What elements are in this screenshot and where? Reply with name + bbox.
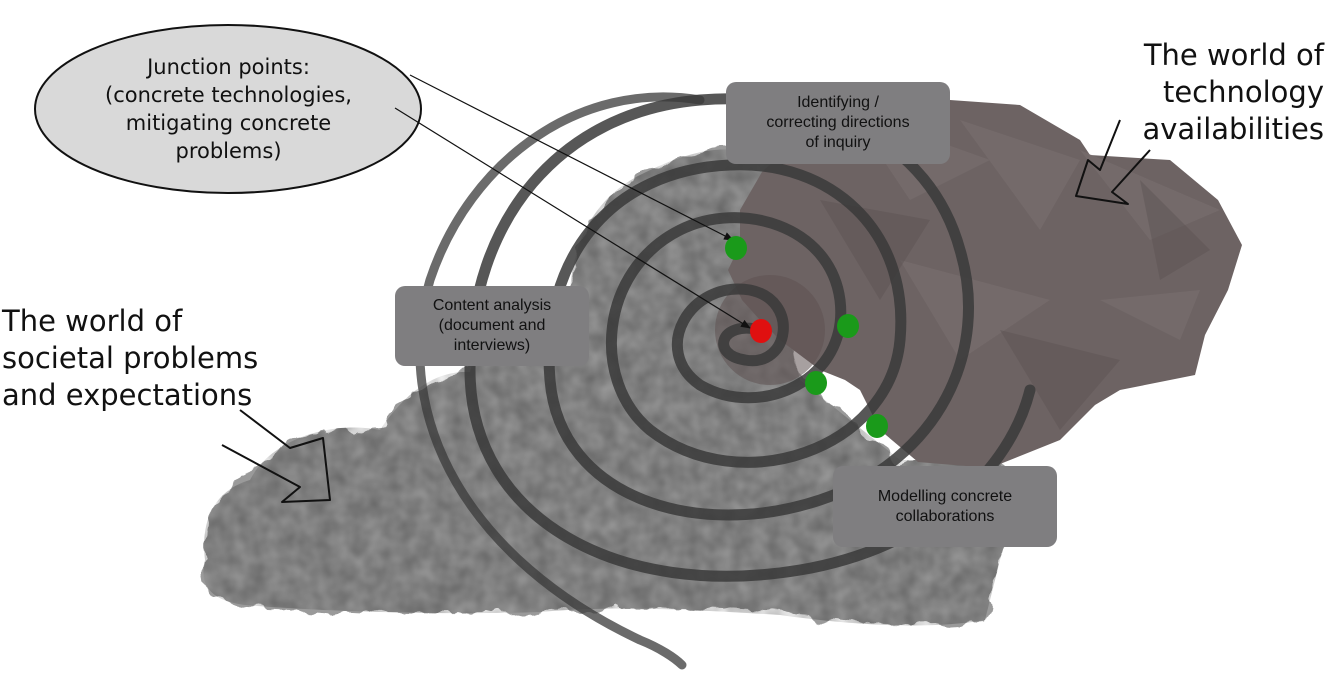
junction-points-callout [34,24,422,194]
box-line: (document and [438,317,546,334]
box-line: of inquiry [805,134,871,151]
callout-line: mitigating concrete [125,111,332,135]
junction-point-green [866,414,888,438]
societal-label-line: and expectations [2,378,253,412]
modelling-collaborations-box: Modelling concrete collaborations [833,466,1057,547]
callout-leader-line [409,74,734,241]
junction-point-green [837,314,859,338]
junction-point-green [805,371,827,395]
societal-label-line: societal problems [2,341,259,375]
box-line: Content analysis [432,297,552,314]
content-analysis-box: Content analysis (document and interview… [395,286,589,366]
left-world-pointer-arrow [221,409,331,503]
box-line: collaborations [895,507,995,525]
callout-line: (concrete technologies, [105,83,352,107]
callout-text: Junction points: (concrete technologies,… [40,34,417,184]
callout-line: Junction points: [147,55,310,79]
callout-line: problems) [175,139,282,163]
box-line: interviews) [453,337,531,354]
right-world-pointer-arrow [1075,119,1151,205]
identifying-directions-box: Identifying / correcting directions of i… [726,82,950,164]
box-line: correcting directions [766,114,910,131]
technology-availabilities-label: The world of technology availabilities [1142,37,1324,148]
technology-label-line: The world of [1143,38,1324,72]
junction-point-red [750,319,772,343]
callout-leader-line [394,107,751,329]
societal-problems-label: The world of societal problems and expec… [2,303,258,414]
societal-label-line: The world of [2,304,183,338]
junction-points [725,236,888,438]
technology-label-line: availabilities [1142,112,1324,146]
box-line: Identifying / [797,94,879,111]
technology-label-line: technology [1162,75,1324,109]
junction-point-green [725,236,747,260]
box-line: Modelling concrete [877,487,1013,505]
